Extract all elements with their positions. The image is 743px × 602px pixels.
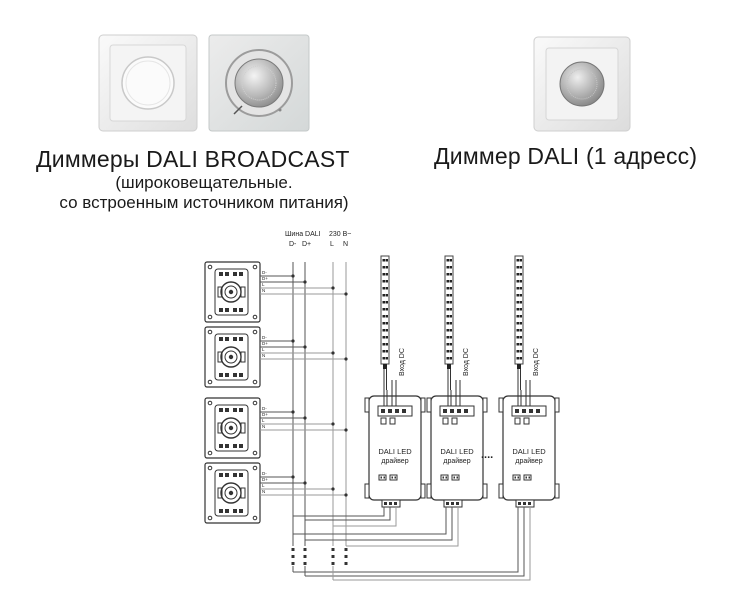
bus-lines xyxy=(291,262,348,565)
driver-name-line1: DALI LED xyxy=(440,447,474,456)
dimmer-module: D- D+ L N xyxy=(204,326,348,388)
led-strip xyxy=(444,255,454,391)
dimmer-terminal-label: N xyxy=(262,288,265,293)
dimmer-terminal-label: L xyxy=(262,282,265,287)
bus-dali-minus-label: D- xyxy=(289,241,297,248)
dimmer-terminal-label: D+ xyxy=(262,341,268,346)
bus-line-l-label: L xyxy=(330,241,334,248)
dali-led-driver: Вход DC DALI LED драйвер xyxy=(498,348,560,508)
driver-name-line2: драйвер xyxy=(515,457,542,465)
bus-line-n-label: N xyxy=(343,241,348,248)
dimmer-terminal-label: D- xyxy=(262,270,267,275)
driver-input-label: Вход DC xyxy=(533,348,540,376)
bus-power-label: 230 В~ xyxy=(329,231,351,238)
driver-name-line1: DALI LED xyxy=(512,447,546,456)
dimmer-terminal-label: L xyxy=(262,347,265,352)
broadcast-dimmers-title: Диммеры DALI BROADCAST xyxy=(36,146,350,172)
led-strip xyxy=(380,255,390,391)
dimmer-broadcast-glass-photo xyxy=(208,34,310,132)
more-drivers-ellipsis: .... xyxy=(481,449,493,461)
dali-led-driver: Вход DC DALI LED драйвер xyxy=(426,348,488,508)
driver-name-line2: драйвер xyxy=(381,457,408,465)
driver-bus-wiring xyxy=(292,507,531,581)
dimmer-terminal-label: D+ xyxy=(262,276,268,281)
dimmer-broadcast-white-photo xyxy=(98,34,198,132)
dimmer-terminal-label: D+ xyxy=(262,412,268,417)
dimmer-terminal-label: L xyxy=(262,483,265,488)
dimmer-terminal-label: L xyxy=(262,418,265,423)
dimmer-terminal-label: D+ xyxy=(262,477,268,482)
dimmer-terminal-label: D- xyxy=(262,471,267,476)
dimmer-module: D- D+ L N xyxy=(204,462,348,524)
dimmer-single-address-photo xyxy=(533,36,631,132)
driver-name-line1: DALI LED xyxy=(378,447,412,456)
dimmer-terminal-label: D- xyxy=(262,335,267,340)
broadcast-dimmers-subtitle-1: (широковещательные. xyxy=(115,173,293,192)
dali-led-driver: Вход DC DALI LED драйвер xyxy=(364,348,426,508)
dimmer-terminal-label: N xyxy=(262,424,265,429)
driver-input-label: Вход DC xyxy=(399,348,406,376)
driver-input-label: Вход DC xyxy=(463,348,470,376)
broadcast-dimmers-subtitle-2: со встроенным источником питания) xyxy=(59,193,349,212)
bus-dali-label: Шина DALI xyxy=(285,231,321,238)
dimmer-module: D- D+ L N xyxy=(204,261,348,323)
single-address-dimmer-title: Диммер DALI (1 адресс) xyxy=(434,143,698,169)
dimmer-terminal-label: N xyxy=(262,489,265,494)
dimmer-terminal-label: N xyxy=(262,353,265,358)
dimmer-terminal-label: D- xyxy=(262,406,267,411)
driver-name-line2: драйвер xyxy=(443,457,470,465)
dimmer-module: D- D+ L N xyxy=(204,397,348,459)
led-strip xyxy=(514,255,524,391)
bus-dali-plus-label: D+ xyxy=(302,241,311,248)
